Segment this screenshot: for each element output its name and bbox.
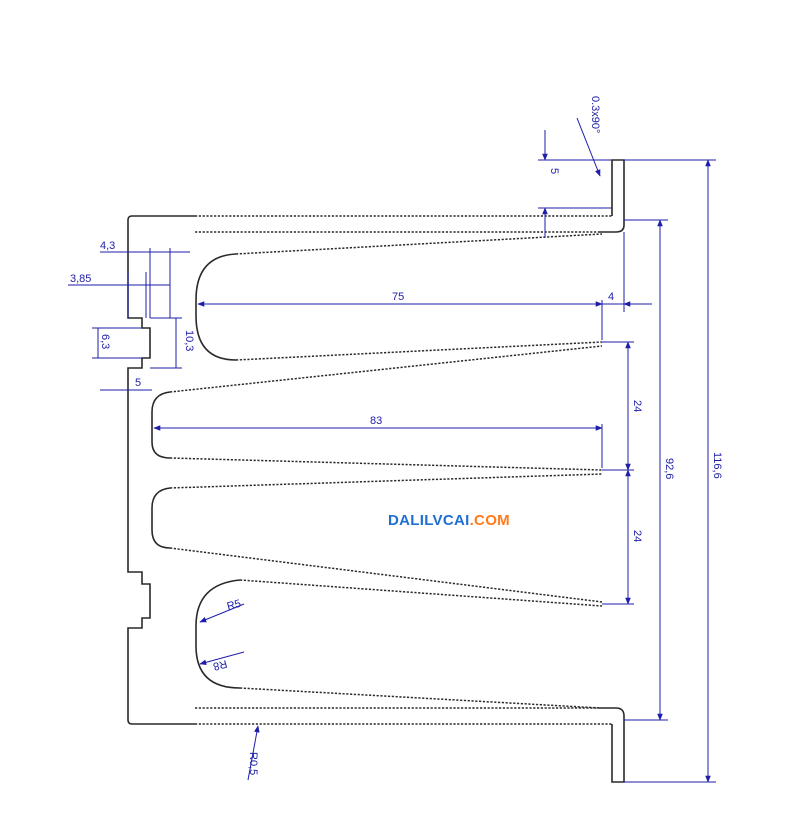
watermark: DALILVCAI.COM: [388, 512, 510, 529]
dim-radius-r05: R0,5: [247, 752, 259, 775]
channel-4: [195, 579, 241, 689]
watermark-part2: .COM: [469, 512, 510, 529]
dim-radius-r5: R5: [226, 598, 243, 613]
fin-3-upper: [169, 473, 603, 489]
fin-4-lower: [239, 687, 601, 709]
dim-overall-height: 116,6: [711, 452, 723, 479]
base-top-edge: [127, 215, 195, 221]
dim-slot-offset: 3,85: [70, 273, 91, 285]
dim-inner-height: 92,6: [663, 458, 675, 479]
top-flange: [600, 159, 625, 233]
fin-4-upper: [239, 579, 603, 607]
dim-base: 5: [135, 377, 141, 389]
fin-1-upper: [235, 233, 603, 255]
channel-1: [195, 253, 237, 361]
dim-pitch-a: 24: [631, 400, 643, 412]
channel-3: [151, 487, 171, 549]
bottom-flange: [600, 707, 625, 783]
dim-slot-inner: 6,3: [99, 334, 111, 349]
watermark-part1: DALILVCAI: [388, 512, 470, 529]
channel-2: [151, 391, 171, 459]
dim-pitch-b: 24: [631, 530, 643, 542]
fin-3-lower: [169, 547, 603, 603]
dim-radius-r8: R8: [212, 657, 229, 672]
dim-slot-width: 4,3: [100, 240, 115, 252]
base-profile: [127, 220, 195, 725]
dim-lip: 5: [548, 168, 560, 174]
dim-slot-height: 10,3: [183, 330, 195, 351]
fin-2-upper: [169, 345, 603, 393]
fin-2-lower: [169, 457, 603, 471]
fin-1-lower: [235, 341, 603, 361]
dim-fin-length-top: 75: [392, 291, 404, 303]
dim-fin-gap: 4: [608, 291, 614, 303]
dim-fin-length-mid: 83: [370, 415, 382, 427]
dim-chamfer: 0.3x90°: [589, 96, 601, 133]
